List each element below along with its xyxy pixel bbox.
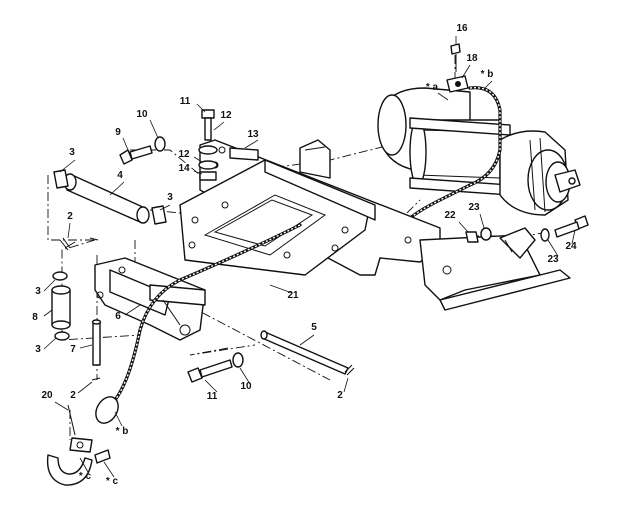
roller-8 bbox=[51, 271, 71, 341]
callout-c8: 8 bbox=[32, 312, 38, 323]
callout-c12-mid: 12 bbox=[178, 149, 190, 160]
callout-c-star-c-b: * c bbox=[106, 476, 119, 487]
callout-c4: 4 bbox=[117, 170, 123, 181]
fasteners bbox=[59, 109, 589, 383]
callout-c22: 22 bbox=[444, 210, 456, 221]
callout-c24: 24 bbox=[565, 241, 577, 252]
callout-c18: 18 bbox=[466, 53, 478, 64]
pin-7 bbox=[91, 319, 102, 366]
callout-c3-bot: 3 bbox=[35, 344, 41, 355]
callout-c10-bot: 10 bbox=[240, 381, 252, 392]
callout-c11-bot: 11 bbox=[207, 391, 218, 402]
callout-c3-top: 3 bbox=[69, 147, 75, 158]
callout-c3-left: 3 bbox=[35, 286, 41, 297]
hook-assembly bbox=[46, 404, 111, 486]
callout-c9: 9 bbox=[115, 127, 121, 138]
callout-c11-top: 11 bbox=[180, 96, 191, 107]
callout-c6: 6 bbox=[115, 311, 121, 322]
fairlead-bracket bbox=[94, 257, 206, 341]
callout-c-star-c-a: * c bbox=[79, 471, 92, 482]
cable-lower bbox=[95, 223, 302, 424]
callout-c7: 7 bbox=[70, 344, 76, 355]
shaft-5 bbox=[260, 330, 349, 375]
callout-c2-right: 2 bbox=[337, 390, 343, 401]
winch-assembly bbox=[377, 43, 581, 216]
callout-c-star-b-bot: * b bbox=[116, 426, 129, 437]
callout-c23-right: 23 bbox=[468, 202, 480, 213]
callout-c3-mid: 3 bbox=[167, 192, 173, 203]
callout-c13: 13 bbox=[247, 129, 259, 140]
callout-c12-top: 12 bbox=[220, 110, 232, 121]
callout-c-star-a: * a bbox=[426, 82, 439, 93]
cable-top bbox=[408, 86, 502, 220]
mounting-plate bbox=[179, 159, 376, 276]
callout-c-star-b-top: * b bbox=[481, 69, 494, 80]
callout-c16: 16 bbox=[456, 23, 468, 34]
callout-c2-bot: 2 bbox=[70, 390, 76, 401]
callout-c5: 5 bbox=[311, 322, 317, 333]
callout-c21: 21 bbox=[287, 290, 299, 301]
roller-4 bbox=[53, 169, 167, 225]
callout-c14: 14 bbox=[178, 163, 190, 174]
callout-c2-left: 2 bbox=[67, 211, 73, 222]
callout-c10-top: 10 bbox=[136, 109, 148, 120]
callout-c23-low: 23 bbox=[547, 254, 559, 265]
callout-c20: 20 bbox=[41, 390, 53, 401]
leader-lines bbox=[43, 36, 576, 478]
